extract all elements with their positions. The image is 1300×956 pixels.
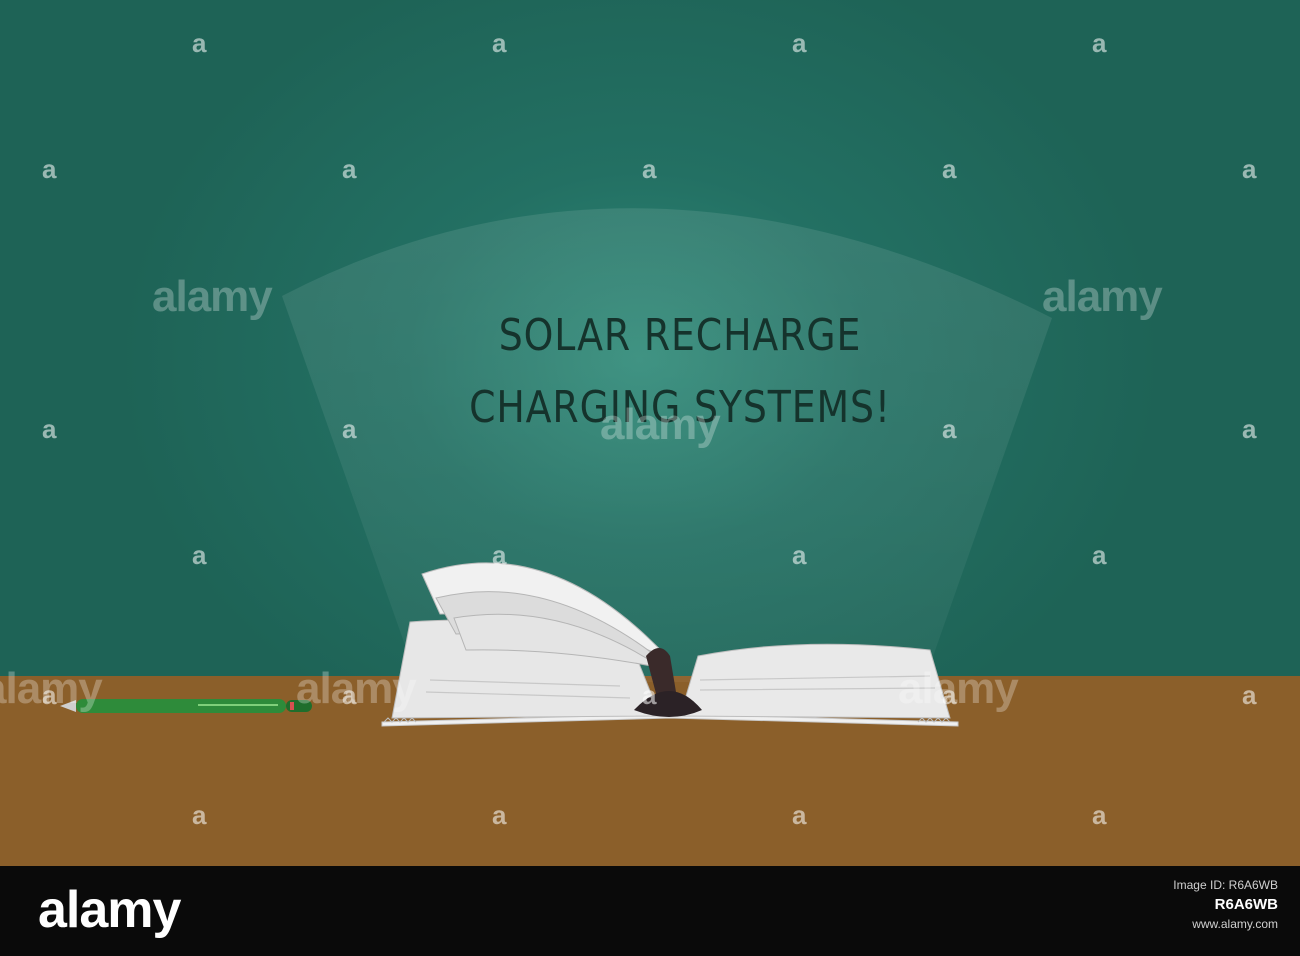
footer-bar: alamy Image ID: R6A6WB R6A6WB www.alamy.… <box>0 866 1300 956</box>
image-credit: Image ID: R6A6WB <box>1173 878 1278 892</box>
site-url[interactable]: www.alamy.com <box>1192 917 1278 931</box>
image-info: Image ID: R6A6WB R6A6WB www.alamy.com <box>1173 878 1278 931</box>
headline-line-1: SOLAR RECHARGE <box>498 310 862 361</box>
brand-logo[interactable]: alamy <box>38 881 181 939</box>
pen <box>60 699 312 713</box>
illustration-scene: SOLAR RECHARGE CHARGING SYSTEMS! a a a a… <box>0 0 1300 866</box>
image-code: R6A6WB <box>1214 896 1278 913</box>
headline-text: SOLAR RECHARGE CHARGING SYSTEMS! <box>405 300 955 444</box>
open-book <box>381 562 959 727</box>
headline-line-2: CHARGING SYSTEMS! <box>469 382 891 433</box>
